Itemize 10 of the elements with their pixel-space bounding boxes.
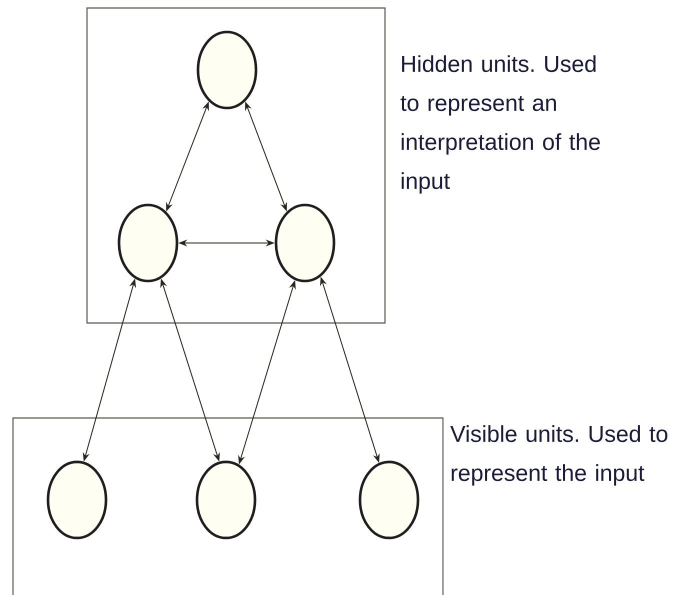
description-text: Visible units. Used to represent the input	[450, 425, 668, 486]
layer-box	[86, 7, 386, 324]
unit-circle	[196, 460, 256, 540]
layer-box	[12, 417, 444, 595]
unit-circle	[358, 460, 420, 540]
description-text: Hidden units. Used to represent an interpretation of the input	[400, 55, 600, 194]
unit-circle	[46, 460, 108, 540]
unit-circle	[274, 204, 336, 282]
unit-circle	[196, 30, 258, 110]
unit-circle	[118, 204, 178, 282]
